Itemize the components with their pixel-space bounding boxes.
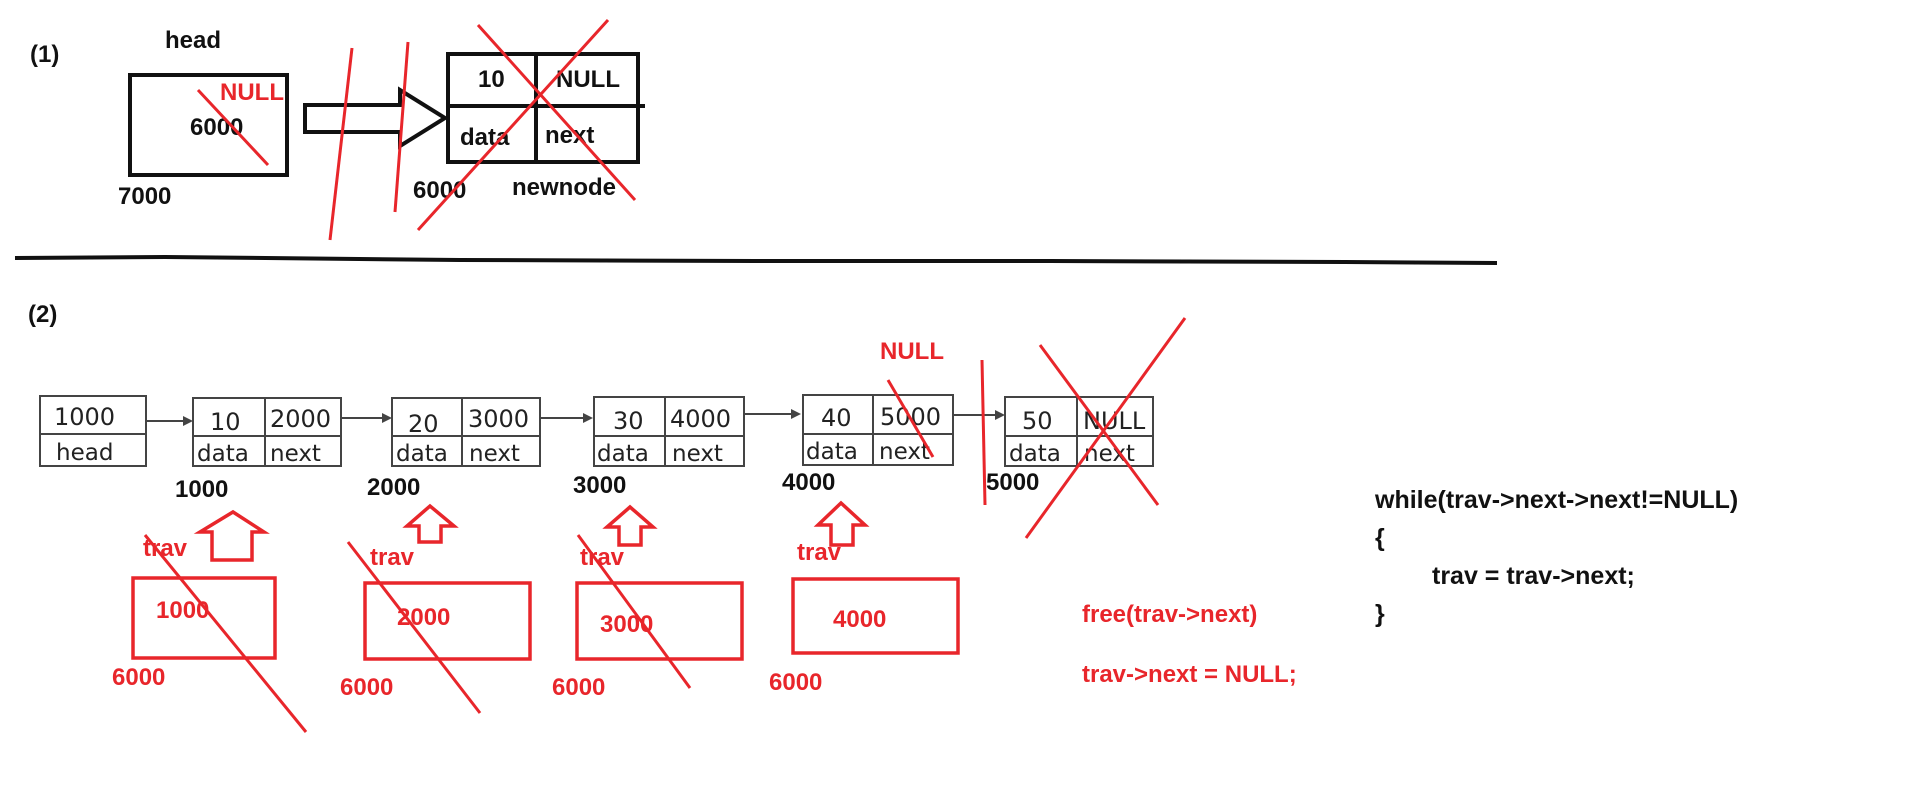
list-head-value: 1000 — [54, 403, 115, 431]
node-next-label: next — [469, 441, 520, 467]
assign-statement: trav->next = NULL; — [1082, 661, 1297, 688]
node-data-label: data — [197, 441, 249, 467]
section-divider — [14, 254, 1498, 265]
node-address: 5000 — [986, 469, 1039, 496]
section-1: (1) head 6000 NULL 7000 10 NULL data nex… — [30, 18, 645, 241]
last-node-cross — [1038, 344, 1160, 506]
head-pointer-value: 6000 — [190, 114, 243, 141]
node-data-value: 40 — [821, 404, 852, 432]
list-node: 20 3000 data next 2000 — [367, 397, 541, 501]
head-pointer-new-value: NULL — [220, 79, 284, 106]
link-arrow-head — [583, 413, 593, 423]
trav-label: trav — [370, 544, 415, 571]
up-arrow-icon — [402, 503, 459, 544]
trav-pointer: trav 2000 6000 — [340, 541, 532, 714]
code-block: while(trav->next->next!=NULL) { trav = t… — [1374, 486, 1738, 628]
trav-pointer: trav 4000 6000 — [769, 539, 960, 696]
newnode-address: 6000 — [413, 177, 466, 204]
trav-address: 6000 — [340, 674, 393, 701]
newnode-next-value: NULL — [556, 66, 620, 93]
list-node: 30 4000 data next 3000 — [573, 396, 745, 499]
trav-box — [791, 577, 960, 655]
section-1-label: (1) — [30, 41, 59, 68]
up-arrow-icon — [602, 504, 658, 547]
node-address: 3000 — [573, 472, 626, 499]
null-annotation: NULL — [880, 338, 944, 365]
list-node-box — [192, 397, 342, 467]
node-next-value: 2000 — [270, 405, 331, 433]
trav-box — [363, 581, 532, 661]
node-next-value: NULL — [1083, 407, 1146, 435]
trav-strike — [143, 534, 308, 733]
head-address: 7000 — [118, 183, 171, 210]
newnode-data-value: 10 — [478, 66, 505, 93]
list-node-box — [802, 394, 954, 466]
node-next-label: next — [672, 441, 723, 467]
code-line-body: trav = trav->next; — [1432, 562, 1635, 590]
trav-box — [575, 581, 744, 661]
list-head-box — [39, 395, 147, 467]
code-line-close-brace: } — [1375, 600, 1385, 628]
code-line-while: while(trav->next->next!=NULL) — [1374, 486, 1738, 514]
trav-pointer: trav 1000 6000 — [112, 534, 308, 733]
section-2-label: (2) — [28, 301, 57, 328]
head-pointer-box — [128, 73, 289, 177]
code-line-open-brace: { — [1375, 524, 1385, 552]
newnode-name: newnode — [512, 174, 616, 201]
trav-strike — [346, 541, 482, 714]
up-arrow-icon — [193, 509, 270, 562]
trav-pointer: trav 3000 6000 — [552, 534, 744, 701]
section-2: (2) 1000 head 10 2000 data next 1000 20 … — [28, 301, 1738, 733]
node-data-value: 50 — [1022, 407, 1053, 435]
trav-value: 4000 — [833, 606, 886, 633]
node-address: 4000 — [782, 469, 835, 496]
node-next-value: 4000 — [670, 405, 731, 433]
link-arrow-head — [183, 416, 193, 426]
free-statement: free(trav->next) — [1082, 601, 1257, 628]
next-value-strike — [886, 379, 935, 458]
node-data-label: data — [396, 441, 448, 467]
trav-address: 6000 — [112, 664, 165, 691]
link-arrow-head — [382, 413, 392, 423]
head-to-newnode-arrow — [303, 86, 449, 150]
list-node: 10 2000 data next 1000 — [175, 397, 342, 503]
list-node-box — [1004, 396, 1154, 467]
newnode-cross — [416, 18, 610, 232]
node-data-label: data — [806, 439, 858, 465]
node-next-label: next — [270, 441, 321, 467]
trav-address: 6000 — [552, 674, 605, 701]
node-data-value: 10 — [210, 408, 241, 436]
head-value-strike — [196, 88, 270, 167]
trav-label: trav — [797, 539, 842, 566]
trav-address: 6000 — [769, 669, 822, 696]
list-node-box — [593, 396, 745, 467]
node-address: 1000 — [175, 476, 228, 503]
node-next-label: next — [879, 439, 930, 465]
node-address: 2000 — [367, 474, 420, 501]
newnode-cross — [476, 23, 637, 202]
list-node: 50 NULL data next 5000 — [986, 396, 1154, 496]
trav-strike — [576, 534, 692, 689]
link-arrow-head — [995, 410, 1005, 420]
link-break-slash — [393, 41, 410, 213]
link-arrow-head — [791, 409, 801, 419]
last-node-cross — [1024, 317, 1187, 539]
trav-box — [131, 576, 277, 660]
node-data-label: data — [1009, 441, 1061, 467]
list-node-box — [391, 397, 541, 467]
up-arrow-icon — [813, 500, 870, 547]
link-break-slash — [328, 47, 354, 241]
head-label: head — [165, 27, 221, 54]
list-head-label: head — [56, 440, 113, 466]
node-data-value: 20 — [408, 410, 439, 438]
node-data-value: 30 — [613, 407, 644, 435]
link-break-slash — [980, 359, 987, 506]
trav-value: 1000 — [156, 597, 209, 624]
list-node: 40 5000 data next 4000 — [782, 394, 954, 496]
trav-value: 3000 — [600, 611, 653, 638]
node-data-label: data — [597, 441, 649, 467]
node-next-value: 3000 — [468, 405, 529, 433]
